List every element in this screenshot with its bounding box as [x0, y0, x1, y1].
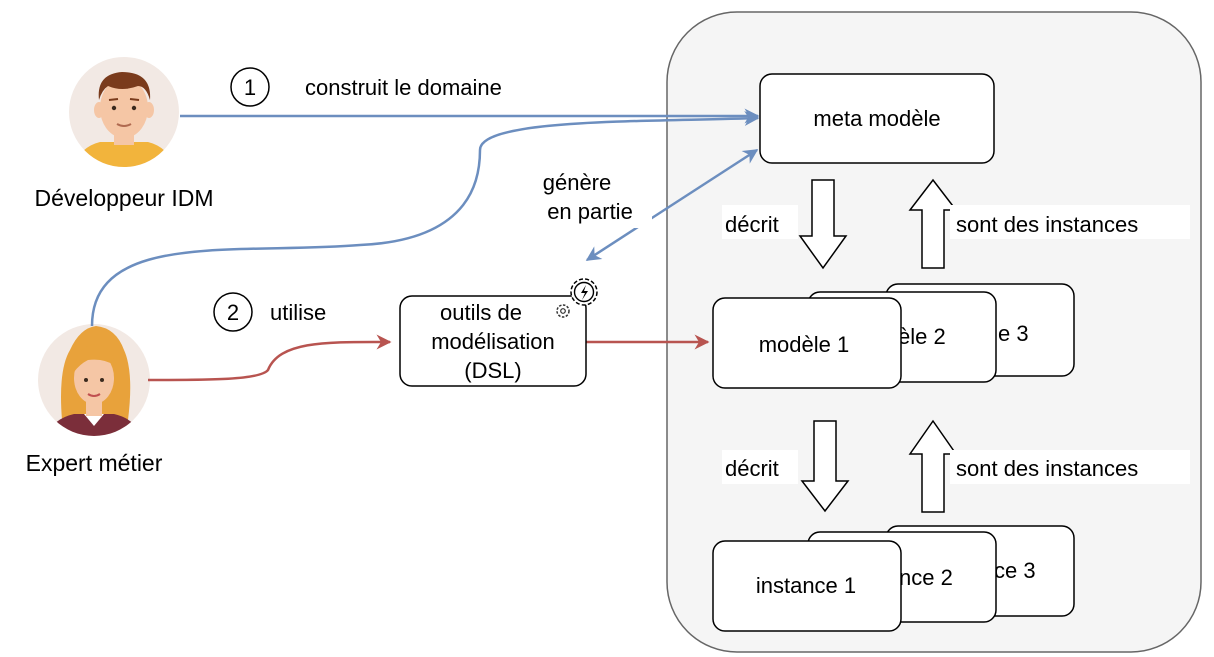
male-developer-avatar-icon	[69, 57, 179, 167]
instances-top-arrow	[908, 178, 958, 269]
developer-label: Développeur IDM	[35, 185, 214, 211]
describes-bottom-label: décrit	[725, 456, 779, 481]
model-3-label: e 3	[998, 321, 1029, 346]
step-1: 1 construit le domaine	[230, 67, 502, 107]
expert-label: Expert métier	[26, 450, 163, 476]
instances-top-label: sont des instances	[956, 212, 1138, 237]
tool-label-line2: modélisation	[431, 329, 555, 354]
small-gear-icon	[556, 304, 570, 318]
meta-model-label: meta modèle	[813, 106, 940, 131]
instances-bottom-label: sont des instances	[956, 456, 1138, 481]
instances-top-label-bg	[950, 205, 1190, 239]
female-expert-avatar-icon	[38, 324, 150, 436]
instances-bottom-arrow	[908, 419, 958, 513]
generates-label-line1: génère	[543, 170, 612, 195]
describes-top-label-bg	[722, 205, 798, 239]
modeling-tool-node	[399, 295, 587, 387]
step-2-number: 2	[227, 300, 239, 325]
expert-avatar: Expert métier	[26, 324, 163, 476]
tool-label-line3: (DSL)	[464, 358, 521, 383]
expert-to-tool-connector	[147, 334, 392, 382]
meta-model-node	[759, 73, 995, 164]
instances-bottom-label-bg	[950, 450, 1190, 484]
instance-2-label: nce 2	[899, 565, 953, 590]
instance-3-label: ce 3	[994, 558, 1036, 583]
instance-1-label: instance 1	[756, 573, 856, 598]
tool-label-line1: outils de	[440, 300, 522, 325]
instance-1-node	[712, 540, 902, 632]
model-1-label: modèle 1	[759, 332, 850, 357]
step-1-badge	[230, 67, 270, 107]
expert-to-metamodel-connector	[90, 111, 760, 327]
model-1-node	[712, 297, 902, 389]
generates-label-line2: en partie	[547, 199, 633, 224]
describes-bottom-arrow	[800, 420, 850, 513]
step-2-badge	[213, 292, 253, 332]
metamodel-generates-tool-connector	[585, 148, 759, 262]
step-1-number: 1	[244, 75, 256, 100]
step-2-label: utilise	[270, 300, 326, 325]
step-1-label: construit le domaine	[305, 75, 502, 100]
describes-top-label: décrit	[725, 212, 779, 237]
describes-bottom-label-bg	[722, 450, 798, 484]
model-2-label: èle 2	[898, 324, 946, 349]
step-2: 2 utilise	[213, 292, 326, 332]
developer-avatar: Développeur IDM	[35, 57, 214, 211]
describes-top-arrow	[798, 179, 848, 270]
generates-label-bg	[532, 166, 652, 228]
gear-lightning-icon	[570, 278, 598, 306]
